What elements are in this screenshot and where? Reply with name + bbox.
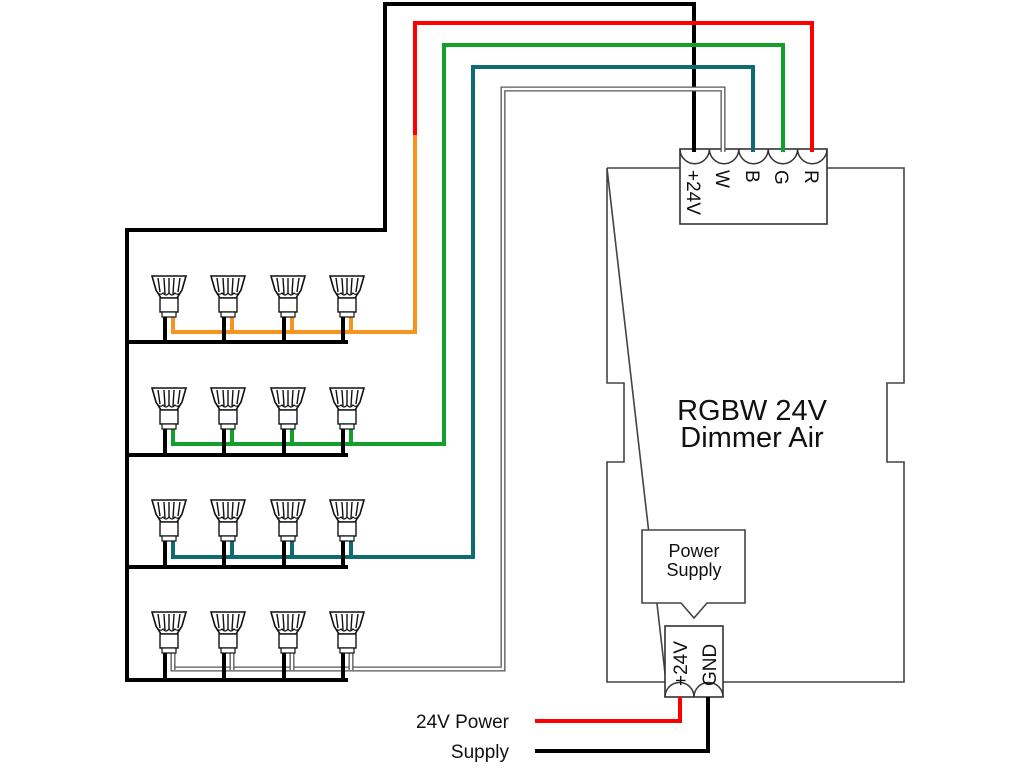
lamp-icon [270, 611, 306, 654]
dimmer-body [606, 167, 905, 683]
input-terminal-block [664, 625, 724, 698]
terminal-label-24v: +24V [682, 170, 703, 215]
dimmer-title-line1: RGBW 24V [677, 395, 828, 427]
input-label-24v: +24V [671, 641, 692, 686]
lamp-icon [151, 611, 187, 654]
lamp-icon [210, 275, 246, 318]
lamp-icon [329, 387, 365, 430]
lamp-row-w [151, 611, 365, 680]
lamp-row-g [151, 387, 365, 455]
callout-line2: Supply [666, 560, 721, 580]
supply-label-line1: 24V Power [416, 712, 510, 733]
lamp-row-b [151, 499, 365, 567]
lamp-icon [210, 499, 246, 542]
lamp-icon [270, 387, 306, 430]
dimmer-title-line2: Dimmer Air [680, 422, 824, 454]
wire-blue [171, 65, 755, 559]
lamp-icon [329, 275, 365, 318]
lamp-icon [329, 611, 365, 654]
input-label-gnd: GND [700, 644, 721, 686]
lamp-icon [151, 387, 187, 430]
lamp-icon [210, 387, 246, 430]
power-supply-callout [641, 529, 746, 620]
supply-label-line2: Supply [451, 742, 510, 763]
wire-red [413, 21, 814, 152]
callout-line1: Power [668, 541, 719, 561]
lamp-icon [270, 499, 306, 542]
lamp-icon [270, 275, 306, 318]
terminal-label-g: G [770, 170, 791, 185]
output-terminal-block [679, 148, 828, 225]
terminal-label-r: R [800, 170, 821, 184]
lamp-icon [329, 499, 365, 542]
supply-wire-positive [535, 697, 682, 723]
lamp-icon [210, 611, 246, 654]
wire-green [171, 43, 785, 446]
terminal-label-b: B [741, 170, 762, 183]
lamp-icon [151, 275, 187, 318]
supply-wire-negative [535, 697, 710, 753]
wire-white [170, 86, 726, 672]
wire-24v-black [125, 2, 696, 682]
terminal-label-w: W [711, 170, 732, 188]
lamp-row-r [151, 275, 365, 342]
lamp-icon [151, 499, 187, 542]
